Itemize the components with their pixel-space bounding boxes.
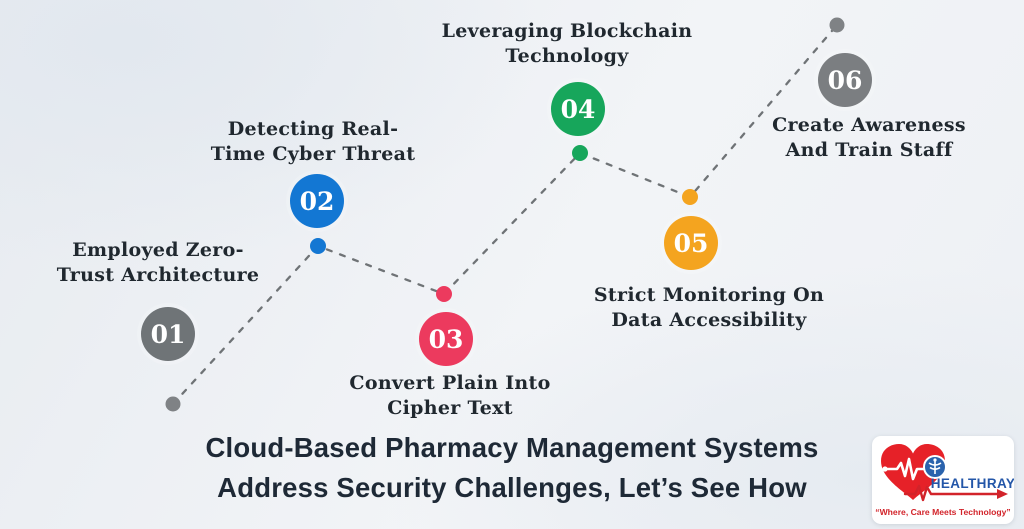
step-label-04-line2: Technology — [505, 45, 629, 67]
path-dot-step5 — [682, 189, 698, 205]
step-label-04: Leveraging Blockchain Technology — [417, 19, 717, 69]
page-title: Cloud-Based Pharmacy Management Systems … — [0, 428, 1024, 508]
step-label-02: Detecting Real- Time Cyber Threat — [163, 117, 463, 167]
path-end-dot — [829, 17, 845, 33]
arrow-head-icon — [997, 489, 1008, 499]
step-label-04-line1: Leveraging Blockchain — [441, 20, 693, 42]
healthray-logo-graphic: HEALTHRAY “Where, Care Meets Technology” — [875, 444, 1015, 517]
step-badge-01: 01 — [141, 307, 195, 361]
step-label-02-line2: Time Cyber Threat — [210, 143, 416, 165]
step-label-01-line1: Employed Zero- — [72, 239, 244, 261]
healthray-logo: HEALTHRAY “Where, Care Meets Technology” — [872, 436, 1015, 524]
brand-name: HEALTHRAY — [931, 476, 1014, 491]
caduceus-staff — [928, 458, 942, 474]
step-badge-04: 04 — [551, 82, 605, 136]
step-badge-03: 03 — [419, 312, 473, 366]
brand-tagline: “Where, Care Meets Technology” — [875, 507, 1010, 517]
step-label-02-line1: Detecting Real- — [227, 118, 399, 140]
step-label-06-line1: Create Awareness — [772, 114, 966, 136]
ekg-arrow-line — [903, 484, 1000, 502]
step-label-03: Convert Plain Into Cipher Text — [300, 371, 600, 421]
step-badge-06: 06 — [818, 53, 872, 107]
step-badge-05: 05 — [664, 216, 718, 270]
step-label-01: Employed Zero- Trust Architecture — [8, 238, 308, 288]
step-label-05-line1: Strict Monitoring On — [593, 284, 825, 306]
page-title-line2: Address Security Challenges, Let’s See H… — [217, 472, 807, 503]
step-label-05-line2: Data Accessibility — [611, 309, 807, 331]
step-label-06: Create Awareness And Train Staff — [719, 113, 1019, 163]
dashed-connector-line — [171, 23, 839, 406]
step-label-05: Strict Monitoring On Data Accessibility — [559, 283, 859, 333]
step-label-03-line1: Convert Plain Into — [349, 372, 551, 394]
path-dot-step3 — [436, 286, 452, 302]
path-start-dot — [165, 396, 181, 412]
page-title-line1: Cloud-Based Pharmacy Management Systems — [205, 432, 819, 463]
step-label-01-line2: Trust Architecture — [56, 264, 260, 286]
step-label-03-line2: Cipher Text — [387, 397, 513, 419]
step-badge-02: 02 — [290, 174, 344, 228]
ekg-line-icon — [883, 457, 930, 481]
step-label-06-line2: And Train Staff — [785, 139, 953, 161]
path-dot-step2 — [310, 238, 326, 254]
ekg-start-dot — [882, 466, 888, 472]
path-dot-step4 — [572, 145, 588, 161]
